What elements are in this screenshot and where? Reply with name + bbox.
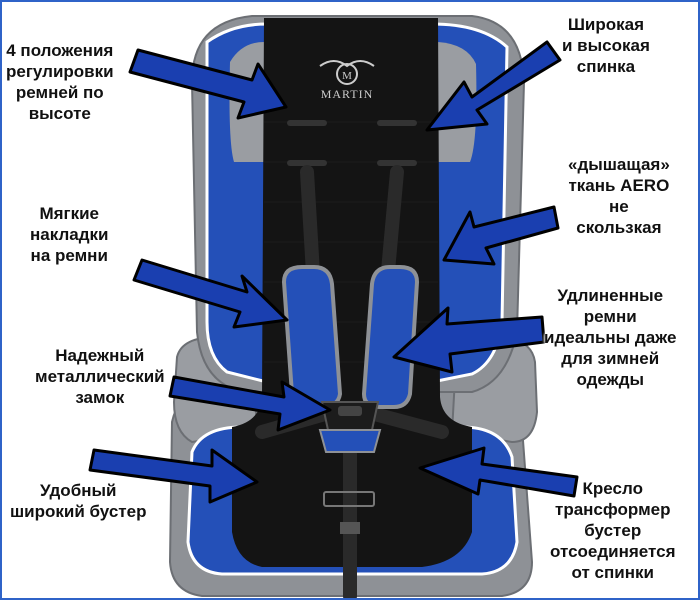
arrow-booster [88,448,259,504]
callout-booster: Удобный широкий бустер [10,481,147,521]
callout-long-belts: Удлиненные ремни идеальны даже для зимне… [544,286,677,389]
logo-text: MARTIN [321,87,374,101]
arrow-soft-pads [132,258,289,329]
callout-transformer: Кресло трансформер бустер отсоединяется … [550,479,676,582]
arrow-metal-lock [168,375,332,432]
callout-wide-back: Широкая и высокая спинка [562,15,650,76]
arrow-harness-height [128,48,288,120]
right-shoulder-pad [361,265,420,409]
callout-harness-height: 4 положения регулировки ремней по высоте [6,41,114,123]
arrow-aero-fabric [442,205,560,266]
callout-aero-fabric: «дышащая» ткань AERO не скользкая [568,155,670,237]
callout-arrows [88,40,579,504]
arrow-wide-back [425,40,562,132]
harness-slots [287,120,417,166]
svg-text:M: M [342,70,352,82]
martin-logo: M [319,60,375,85]
callout-metal-lock: Надежный металлический замок [35,346,165,407]
left-shoulder-pad [281,265,343,409]
arrow-long-belts [392,306,546,374]
arrow-transformer [418,446,579,498]
callout-soft-pads: Мягкие накладки на ремни [30,204,109,265]
